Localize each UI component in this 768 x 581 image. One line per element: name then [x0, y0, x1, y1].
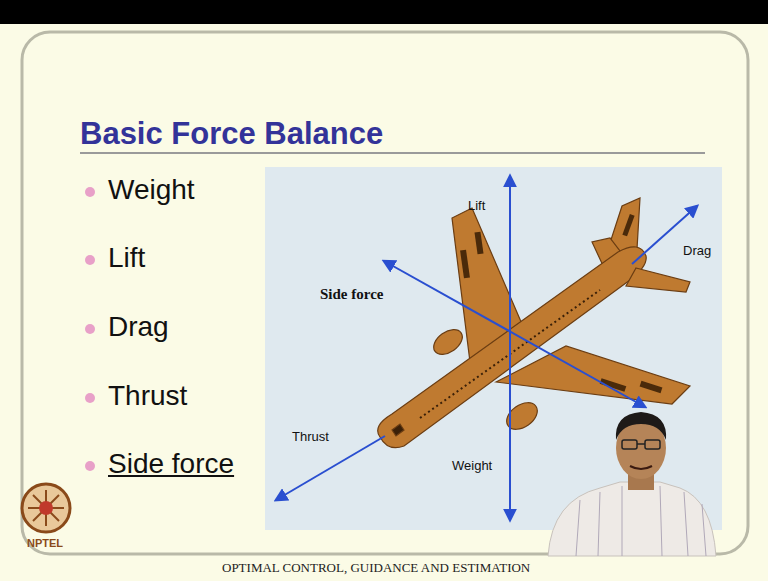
bullet-dot [85, 393, 95, 403]
bullet-dot [85, 461, 95, 471]
force-label: Weight [452, 459, 492, 474]
bullet-item: Lift [108, 242, 145, 274]
near-wing [496, 346, 690, 404]
slide-title: Basic Force Balance [80, 116, 383, 152]
force-label: Thrust [292, 430, 329, 445]
footer-text: OPTIMAL CONTROL, GUIDANCE AND ESTIMATION [222, 561, 530, 576]
title-rule [80, 152, 705, 154]
presenter-mouth [630, 466, 652, 469]
presenter [548, 412, 716, 556]
bullet-item: Thrust [108, 380, 187, 412]
stabilizer [626, 268, 690, 292]
aircraft [378, 198, 690, 448]
engine [429, 325, 467, 360]
bullet-dot [85, 255, 95, 265]
logo-rays [28, 490, 64, 526]
presenter-hair [616, 412, 666, 440]
bullet-dot [85, 187, 95, 197]
logo-core [39, 501, 53, 515]
engine [502, 397, 542, 435]
presenter-shirt [548, 482, 716, 556]
force-label: Drag [683, 244, 711, 259]
cockpit [392, 424, 404, 436]
bullet-dot [85, 324, 95, 334]
diagram-panel [265, 167, 722, 530]
force-label: Side force [320, 286, 383, 303]
nptel-logo [22, 484, 70, 532]
bullet-item: Side force [108, 448, 234, 480]
bullet-item: Weight [108, 174, 195, 206]
weight-arrow [509, 392, 511, 520]
thrust-arrow [276, 436, 385, 500]
lift-arrow [509, 176, 511, 392]
bullet-item: Drag [108, 311, 169, 343]
shirt-stripes [576, 486, 706, 556]
logo-ring [22, 484, 70, 532]
force-arrows [276, 176, 697, 520]
presenter-glasses [622, 440, 660, 449]
wing-panels [460, 214, 662, 393]
side-force-arrow [384, 261, 645, 407]
logo-text: NPTEL [27, 537, 63, 550]
force-label: Lift [468, 199, 485, 214]
fuselage [378, 247, 646, 448]
slide-frame [22, 32, 748, 554]
top-band [0, 0, 768, 24]
bullet-dots [85, 187, 95, 471]
